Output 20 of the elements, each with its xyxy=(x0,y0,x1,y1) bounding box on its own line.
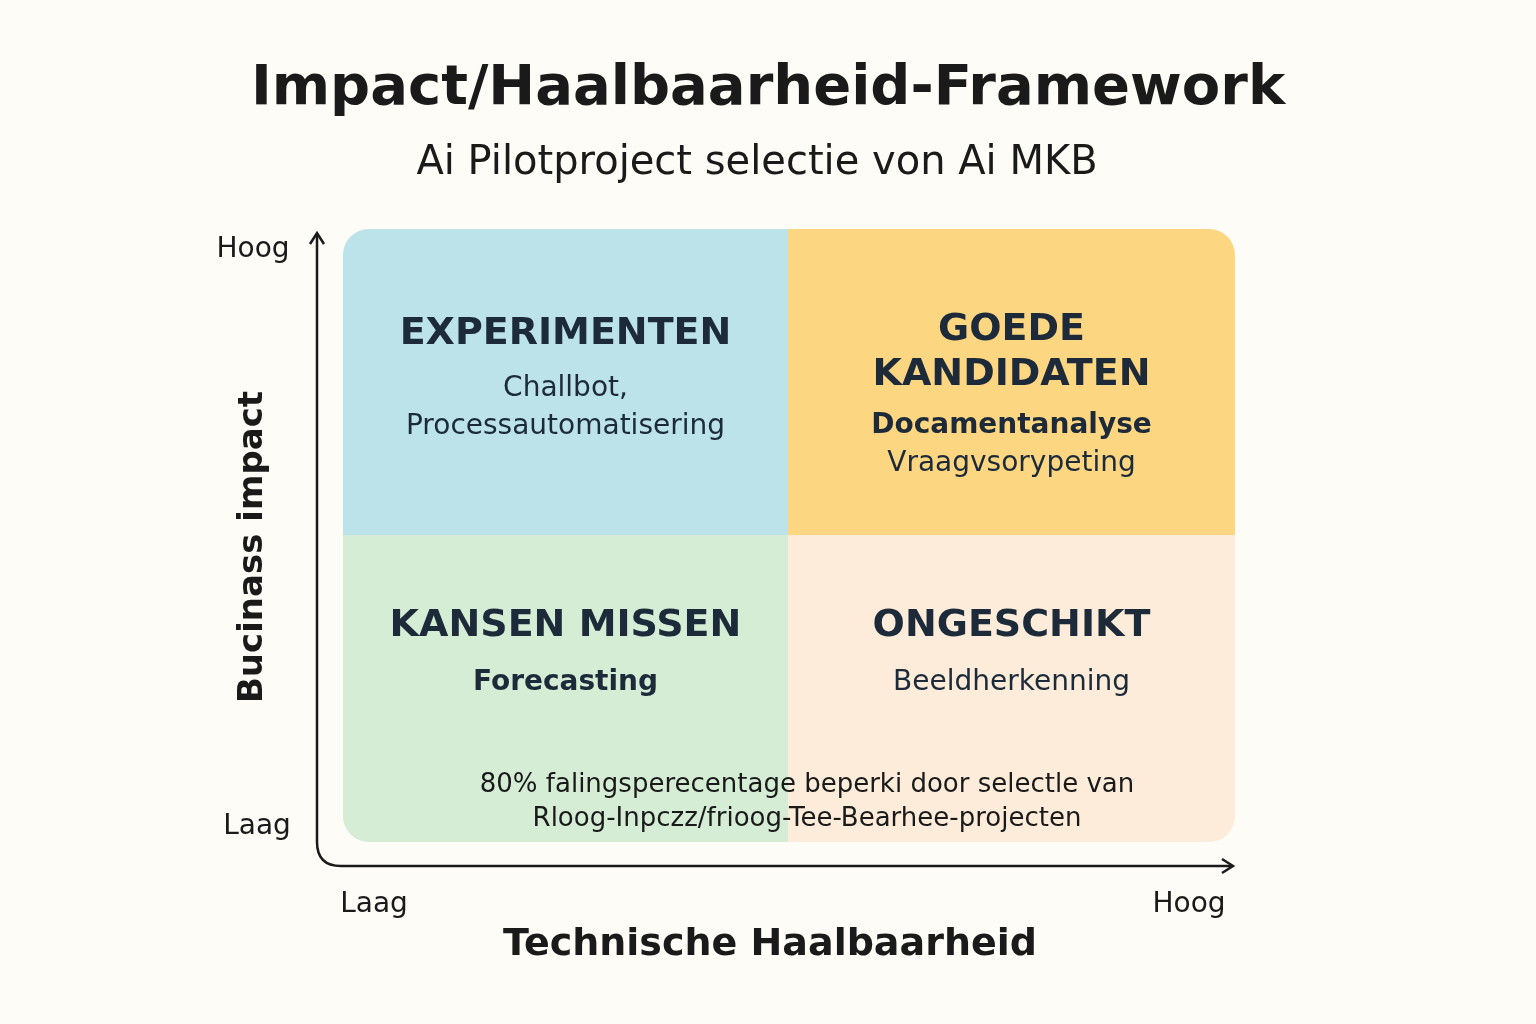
quadrant-text: Beeldherkenning xyxy=(893,663,1130,699)
quadrant-heading: GOEDE KANDIDATEN xyxy=(871,305,1152,395)
axis-label: Laag xyxy=(340,886,408,919)
axis-label: Hoog xyxy=(216,231,290,264)
quadrant-heading: ONGESCHIKT xyxy=(872,601,1151,646)
note: 80% falingsperecentage beperki door selectle van Rloog-Inpczz/frioog-Tee-Bearhee-projecten xyxy=(478,767,1136,834)
quadrant xyxy=(788,229,1235,535)
axis-title: Technische Haalbaarheid xyxy=(503,920,1037,964)
quadrant-text: Forecasting xyxy=(472,663,659,699)
quadrant-text: Vraagvsorypeting xyxy=(887,444,1136,480)
title: Impact/Haalbaarheid-Framework xyxy=(249,52,1287,117)
axis-label: Laag xyxy=(223,808,291,841)
quadrant-text: Docamentanalyse xyxy=(871,406,1152,442)
quadrant-heading: EXPERIMENTEN xyxy=(399,309,732,354)
quadrant xyxy=(343,229,788,535)
axis-label: Hoog xyxy=(1152,886,1226,919)
quadrant-heading: KANSEN MISSEN xyxy=(389,601,742,646)
axis-title: Bucinass impact xyxy=(230,390,270,704)
subtitle: Ai Pilotproject selectie von Ai MKB xyxy=(416,137,1098,183)
quadrant-text: Challbot, Processautomatisering xyxy=(404,369,726,443)
